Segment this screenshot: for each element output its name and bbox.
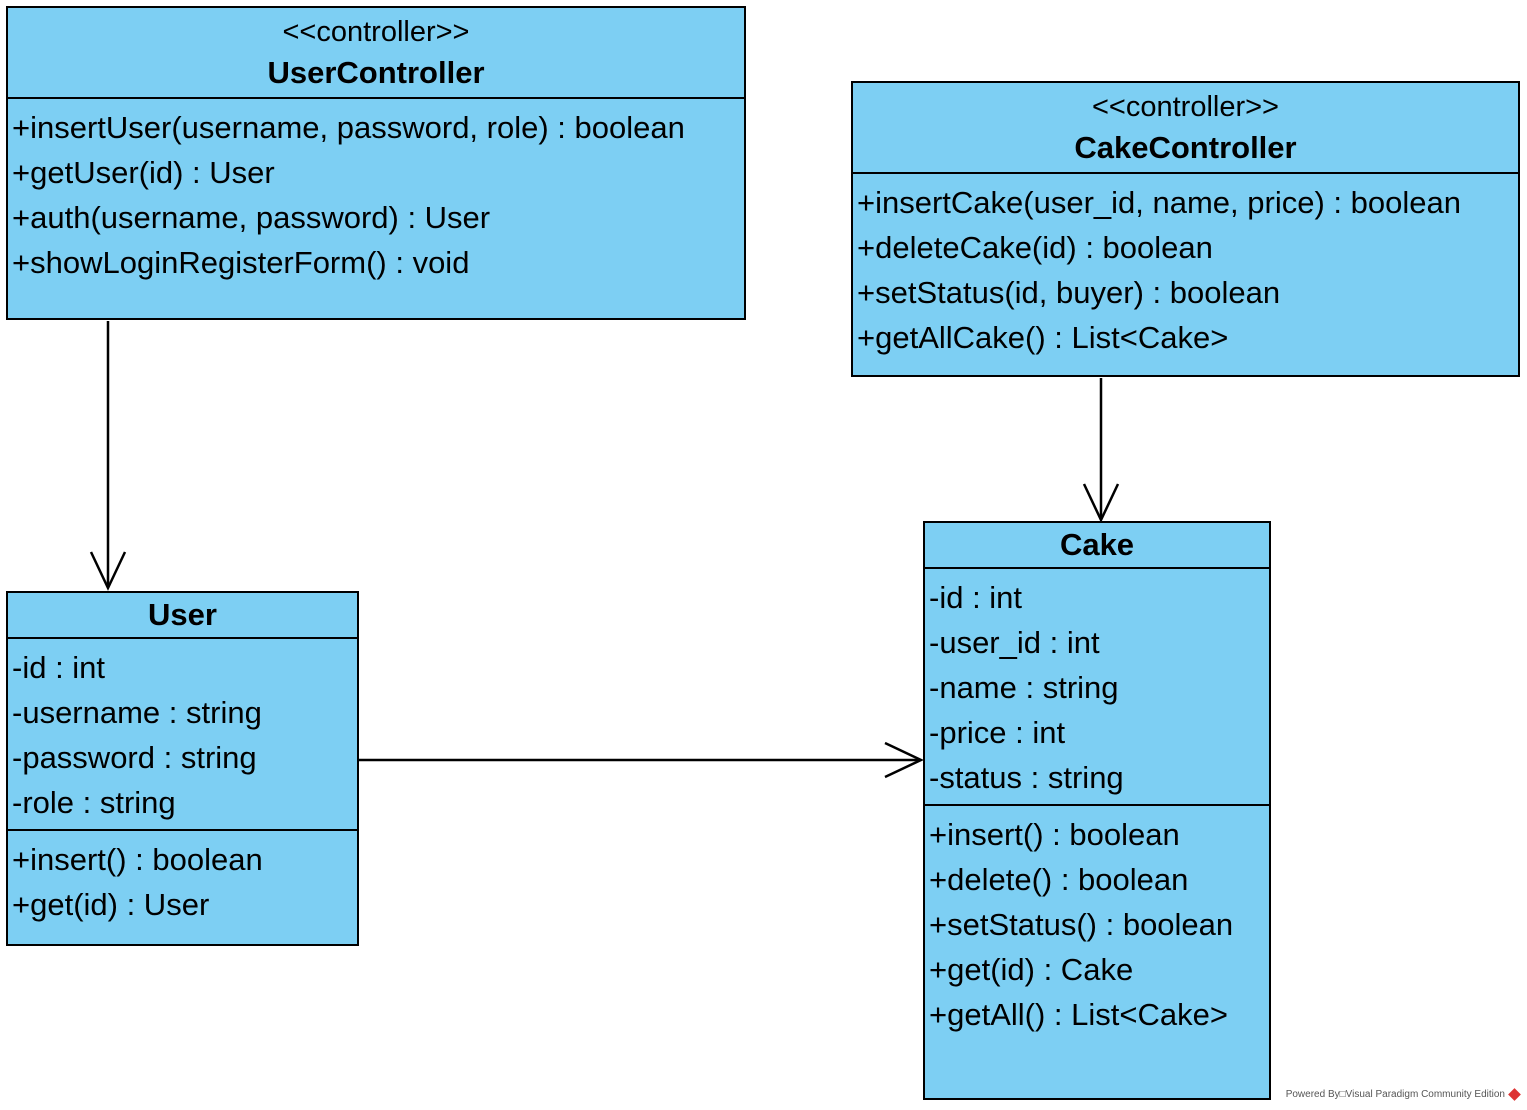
- cake-operations: +insert() : boolean +delete() : boolean …: [925, 806, 1269, 1043]
- user-name: User: [148, 597, 217, 632]
- attribute: -status : string: [929, 760, 1124, 795]
- powered-by-text: Powered By□Visual Paradigm Community Edi…: [1285, 1089, 1505, 1100]
- cakecontroller-header: <<controller>> CakeController: [853, 83, 1518, 174]
- attribute: -user_id : int: [929, 625, 1100, 660]
- operation: +setStatus() : boolean: [929, 907, 1234, 942]
- attribute: -role : string: [12, 785, 176, 820]
- operation: +delete() : boolean: [929, 862, 1189, 897]
- operation: +getAllCake() : List<Cake>: [857, 320, 1229, 355]
- cake-name: Cake: [1059, 527, 1135, 562]
- user-attributes: -id : int -username : string -password :…: [8, 639, 357, 831]
- visual-paradigm-logo-icon: [1508, 1087, 1521, 1101]
- cakecontroller-operations: +insertCake(user_id, name, price) : bool…: [853, 174, 1518, 366]
- operation: +showLoginRegisterForm() : void: [12, 245, 470, 280]
- operation: +insert() : boolean: [929, 817, 1180, 852]
- association-user-cake[interactable]: [358, 741, 924, 779]
- cakecontroller-stereotype: <<controller>>: [1091, 91, 1279, 123]
- cake-header: Cake: [925, 523, 1269, 569]
- operation: +insertCake(user_id, name, price) : bool…: [857, 185, 1461, 220]
- operation: +deleteCake(id) : boolean: [857, 230, 1213, 265]
- association-cakecontroller-cake[interactable]: [1082, 378, 1120, 523]
- usercontroller-operations: +insertUser(username, password, role) : …: [8, 99, 744, 291]
- operation: +auth(username, password) : User: [12, 200, 491, 235]
- attribute: -username : string: [12, 695, 262, 730]
- user-operations: +insert() : boolean +get(id) : User: [8, 831, 357, 933]
- usercontroller-stereotype: <<controller>>: [282, 16, 470, 48]
- association-usercontroller-user[interactable]: [89, 321, 127, 591]
- operation: +setStatus(id, buyer) : boolean: [857, 275, 1281, 310]
- attribute: -price : int: [929, 715, 1066, 750]
- operation: +getAll() : List<Cake>: [929, 997, 1228, 1032]
- attribute: -id : int: [929, 580, 1023, 615]
- powered-by-footer: Powered By□Visual Paradigm Community Edi…: [1285, 1087, 1521, 1101]
- operation: +insertUser(username, password, role) : …: [12, 110, 685, 145]
- operation: +get(id) : User: [12, 887, 210, 922]
- cakecontroller-class[interactable]: <<controller>> CakeController +insertCak…: [851, 81, 1520, 377]
- attribute: -name : string: [929, 670, 1119, 705]
- attribute: -id : int: [12, 650, 106, 685]
- usercontroller-name: UserController: [267, 55, 485, 90]
- operation: +getUser(id) : User: [12, 155, 275, 190]
- operation: +get(id) : Cake: [929, 952, 1134, 987]
- user-class[interactable]: User -id : int -username : string -passw…: [6, 591, 359, 946]
- usercontroller-header: <<controller>> UserController: [8, 8, 744, 99]
- usercontroller-class[interactable]: <<controller>> UserController +insertUse…: [6, 6, 746, 320]
- attribute: -password : string: [12, 740, 257, 775]
- cake-class[interactable]: Cake -id : int -user_id : int -name : st…: [923, 521, 1271, 1100]
- operation: +insert() : boolean: [12, 842, 263, 877]
- user-header: User: [8, 593, 357, 639]
- cakecontroller-name: CakeController: [1074, 130, 1297, 165]
- cake-attributes: -id : int -user_id : int -name : string …: [925, 569, 1269, 806]
